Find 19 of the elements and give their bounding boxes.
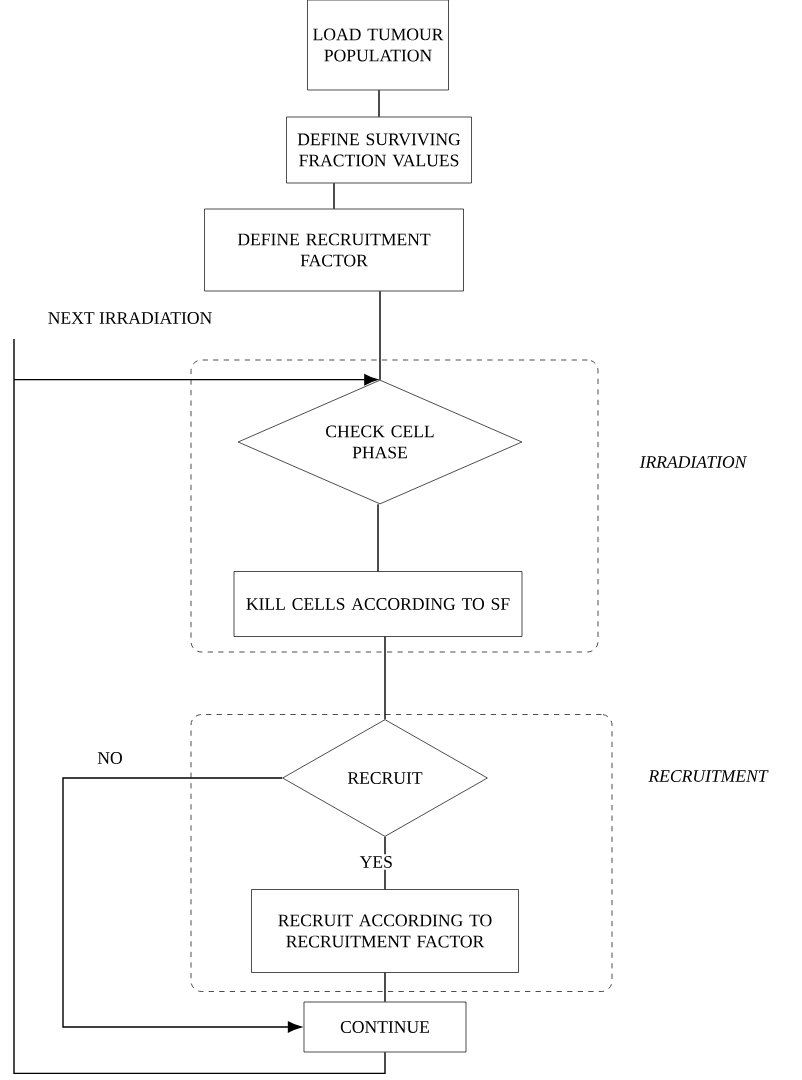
- connector: [333, 182, 335, 210]
- connector: [379, 290, 381, 381]
- connector: [62, 777, 302, 1033]
- connector: [384, 972, 386, 1003]
- connector: [378, 89, 380, 118]
- connector: [13, 338, 386, 1075]
- process-box: LOAD TUMOUR POPULATION: [307, 0, 449, 91]
- group-heading: RECRUITMENT: [648, 770, 769, 782]
- process-box: KILL CELLS ACCORDING TO SF: [233, 571, 523, 637]
- group-heading: IRRADIATION: [639, 456, 748, 468]
- process-box: RECRUIT ACCORDING TO RECRUITMENT FACTOR: [251, 889, 519, 973]
- edge-label: YES: [357, 854, 395, 870]
- process-box: DEFINE RECRUITMENT FACTOR: [204, 208, 464, 292]
- process-box: DEFINE SURVIVING FRACTION VALUES: [286, 116, 472, 184]
- process-box: CONTINUE: [303, 1001, 467, 1053]
- edge-label: NO: [95, 750, 125, 766]
- connector: [384, 636, 386, 720]
- connector: [377, 503, 379, 572]
- edge-label: NEXT IRRADIATION: [46, 310, 214, 326]
